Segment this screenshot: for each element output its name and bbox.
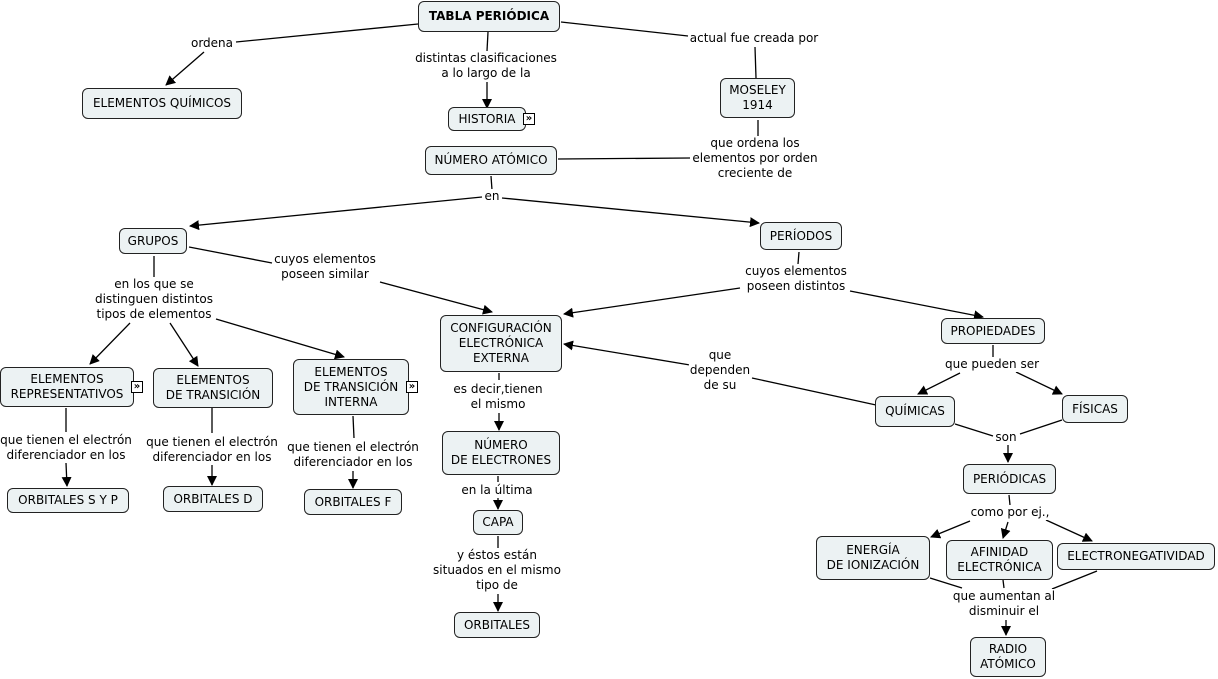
edge-fisicas-son [1019, 419, 1063, 435]
edge-enlosque-transint [215, 318, 345, 360]
label-es-decir: es decir,tienen el mismo [452, 382, 544, 412]
edge-tabla-ordena [235, 23, 419, 43]
node-historia[interactable]: HISTORIA [448, 107, 526, 131]
label-que-dependen: que dependen de su [688, 348, 752, 393]
expand-historia-icon[interactable]: » [523, 113, 535, 125]
node-periodos[interactable]: PERÍODOS [760, 222, 842, 250]
label-actual-fue-creada: actual fue creada por [688, 31, 820, 46]
label-como-por-ej: como por ej., [969, 505, 1051, 520]
edge-tabla-creada [560, 21, 689, 37]
edge-transint-tienen3 [352, 415, 355, 439]
node-configuracion-electronica[interactable]: CONFIGURACIÓN ELECTRÓNICA EXTERNA [440, 315, 562, 372]
edge-quedependen-config [563, 340, 691, 366]
node-elementos-transicion[interactable]: ELEMENTOS DE TRANSICIÓN [153, 368, 273, 408]
node-orbitales-s-y-p[interactable]: ORBITALES S Y P [7, 488, 129, 513]
expand-representativos-icon[interactable]: » [131, 381, 143, 393]
label-cuyos-distintos: cuyos elementos poseen distintos [744, 264, 848, 294]
label-en-la-ultima: en la última [460, 483, 534, 498]
edge-periodos-cuyosdistintos [797, 251, 800, 265]
edge-tienen1-orbsp [61, 462, 72, 487]
node-grupos[interactable]: GRUPOS [119, 228, 187, 254]
node-propiedades[interactable]: PROPIEDADES [941, 318, 1045, 344]
edge-electroneg-aumentan [1051, 570, 1098, 590]
edge-como-electroneg [1045, 519, 1093, 542]
node-orbitales-d[interactable]: ORBITALES D [163, 486, 263, 512]
node-numero-atomico[interactable]: NÚMERO ATÓMICO [425, 146, 557, 175]
edge-numero-en [490, 175, 493, 191]
edge-afinidad-aumentan [1002, 579, 1005, 589]
label-ordena: ordena [189, 36, 235, 51]
label-que-aumentan: que aumentan al disminuir el [951, 589, 1057, 619]
node-periodicas[interactable]: PERIÓDICAS [963, 464, 1056, 494]
node-quimicas[interactable]: QUÍMICAS [875, 396, 955, 427]
edge-enlosque-trans [169, 322, 199, 367]
node-elementos-transicion-interna[interactable]: ELEMENTOS DE TRANSICIÓN INTERNA [293, 359, 409, 415]
label-que-pueden-ser: que pueden ser [943, 357, 1041, 372]
node-numero-electrones[interactable]: NÚMERO DE ELECTRONES [442, 431, 560, 475]
expand-transicion-interna-icon[interactable]: » [406, 381, 418, 393]
node-elementos-representativos[interactable]: ELEMENTOS REPRESENTATIVOS [0, 367, 134, 407]
edge-ordena-elementos [165, 51, 205, 86]
edge-energia-aumentan [929, 577, 963, 589]
node-moseley[interactable]: MOSELEY 1914 [720, 78, 795, 118]
node-tabla-periodica[interactable]: TABLA PERIÓDICA [418, 1, 560, 32]
label-en: en [483, 189, 501, 204]
edge-creada-moseley [754, 46, 757, 79]
label-tienen-electron-1: que tienen el electrón diferenciador en … [0, 433, 133, 463]
edge-como-afinidad [1000, 521, 1011, 539]
edge-quimicas-quedependen [751, 377, 877, 406]
node-afinidad-electronica[interactable]: AFINIDAD ELECTRÓNICA [946, 540, 1053, 580]
edge-queordena-numero [557, 157, 691, 160]
node-orbitales-f[interactable]: ORBITALES F [304, 489, 402, 515]
node-radio-atomico[interactable]: RADIO ATÓMICO [970, 637, 1046, 677]
edge-quepueden-fisicas [1015, 371, 1063, 395]
edge-como-energia [930, 520, 971, 539]
edge-quepueden-quimicas [917, 372, 961, 395]
edge-grupos-cuyossimilar [188, 246, 273, 264]
node-energia-ionizacion[interactable]: ENERGÍA DE IONIZACIÓN [816, 536, 930, 580]
edge-cuyosdistintos-propiedades [849, 290, 984, 321]
node-capa[interactable]: CAPA [473, 510, 523, 535]
label-que-ordena-los: que ordena los elementos por orden creci… [691, 136, 819, 181]
edge-quimicas-son [954, 423, 994, 437]
edge-cuyossimilar-config [379, 281, 493, 315]
label-son: son [994, 430, 1018, 445]
label-tienen-electron-2: que tienen el electrón diferenciador en … [145, 435, 279, 465]
label-y-estos-estan: y éstos están situados en el mismo tipo … [432, 548, 562, 593]
node-elementos-quimicos[interactable]: ELEMENTOS QUÍMICOS [82, 88, 242, 119]
node-orbitales[interactable]: ORBITALES [454, 612, 540, 638]
label-cuyos-similar: cuyos elementos poseen similar [273, 252, 377, 282]
edge-tabla-distintas [486, 31, 489, 52]
label-distintas-clasificaciones: distintas clasificaciones a lo largo de … [414, 51, 558, 81]
node-fisicas[interactable]: FÍSICAS [1062, 395, 1128, 423]
node-electronegatividad[interactable]: ELECTRONEGATIVIDAD [1057, 543, 1215, 570]
edge-periodicas-como [1008, 494, 1011, 506]
edge-cuyosdistintos-config [563, 287, 741, 318]
label-en-los-que: en los que se distinguen distintos tipos… [93, 277, 215, 322]
edge-enlosque-repr [89, 322, 131, 365]
edge-en-grupos [189, 196, 483, 231]
label-tienen-electron-3: que tienen el electrón diferenciador en … [286, 440, 420, 470]
edge-en-periodos [501, 197, 760, 228]
